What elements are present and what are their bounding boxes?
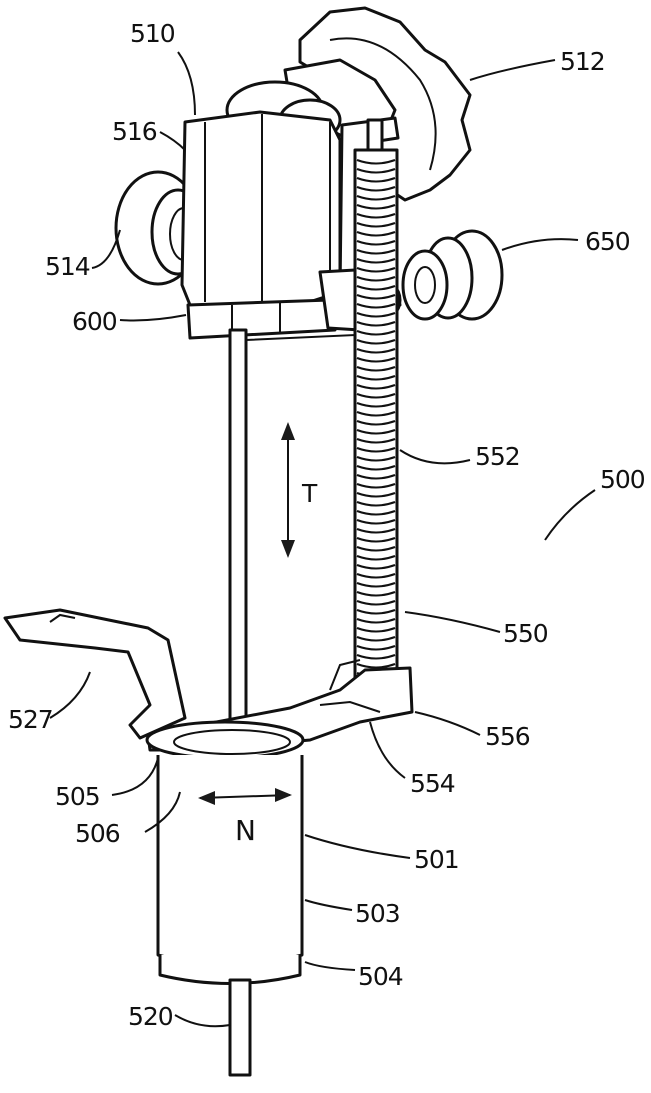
label-500: 500 <box>600 465 645 494</box>
label-556: 556 <box>485 722 530 751</box>
label-552: 552 <box>475 442 520 471</box>
label-510: 510 <box>130 19 175 48</box>
spring-552 <box>355 150 397 690</box>
label-527: 527 <box>8 705 53 734</box>
label-554: 554 <box>410 769 455 798</box>
label-501: 501 <box>414 845 459 874</box>
label-650: 650 <box>585 227 630 256</box>
label-600: 600 <box>72 307 117 336</box>
label-514: 514 <box>45 252 90 281</box>
label-503: 503 <box>355 899 400 928</box>
arrow-t <box>281 422 295 558</box>
rod <box>230 330 355 740</box>
housing-510 <box>182 112 340 305</box>
label-520: 520 <box>128 1002 173 1031</box>
label-t: T <box>301 479 318 508</box>
label-505: 505 <box>55 782 100 811</box>
collar-600 <box>188 300 335 338</box>
label-506: 506 <box>75 819 120 848</box>
label-512: 512 <box>560 47 605 76</box>
label-n: N <box>235 814 255 847</box>
wheel-650 <box>403 231 502 319</box>
label-516: 516 <box>112 117 157 146</box>
label-550: 550 <box>503 619 548 648</box>
label-504: 504 <box>358 962 403 991</box>
